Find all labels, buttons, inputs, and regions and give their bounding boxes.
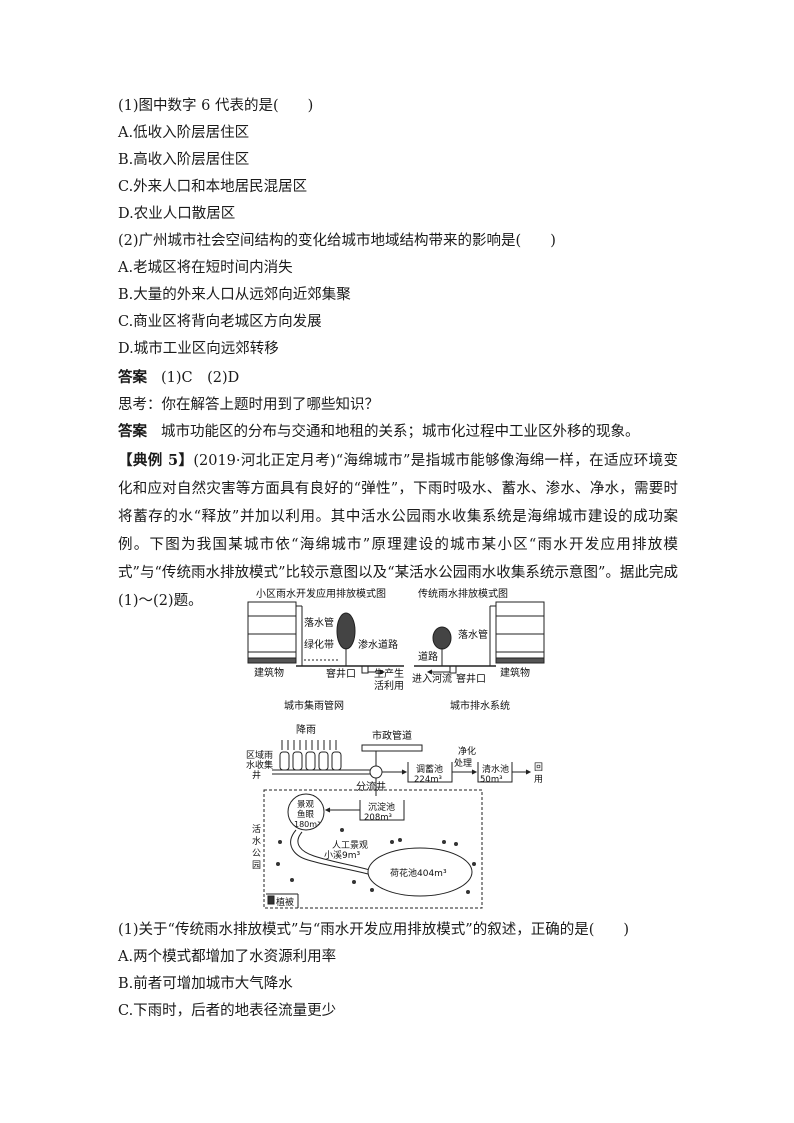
vegetation-icons [276, 828, 476, 894]
stream-label-2: 小溪9m³ [324, 849, 360, 861]
left-green-label: 绿化带 [304, 638, 334, 651]
park-label-4: 园 [252, 860, 261, 871]
split-well [369, 765, 383, 779]
right-river-label: 进入河流 [412, 672, 452, 685]
answer-line-1: 答案 (1)C (2)D [118, 368, 239, 388]
right-panel: 传统雨水排放模式图 落水管 道路 进入河流 窨井口 建筑物 [412, 587, 545, 685]
left-well-label: 窨井口 [326, 667, 356, 680]
lotus-label: 荷花池404m³ [390, 867, 447, 879]
reuse-label-1: 回 [534, 762, 543, 773]
left-use-label-2: 活利用 [374, 680, 404, 692]
rain-label: 降雨 [296, 723, 316, 736]
purify-label-2: 处理 [454, 757, 472, 769]
rain-arrows [281, 740, 337, 750]
park-label-2: 水 [252, 835, 261, 847]
answer-label: 答案 [118, 369, 147, 386]
tank1-name: 调蓄池 [416, 763, 443, 775]
answer-line-2: 答案城市功能区的分布与交通和地租的关系；城市化过程中工业区外移的现象。 [118, 422, 640, 442]
stream-label-1: 人工景观 [332, 840, 368, 851]
left-ground [247, 657, 297, 664]
right-panel-title: 传统雨水排放模式图 [418, 587, 508, 600]
q3-option-a: A.两个模式都增加了水资源利用率 [118, 949, 337, 965]
eye-label-2: 鱼眼 [297, 809, 315, 820]
q2-option-c: C.商业区将背向老城区方向发展 [118, 314, 322, 330]
tank2-name: 清水池 [482, 763, 509, 775]
right-building [495, 601, 545, 663]
collect-label-2: 水收集 [246, 759, 273, 771]
example-label: 【典例 5】 [118, 452, 194, 469]
right-pipe-label: 落水管 [458, 628, 488, 641]
q1-option-a: A.低收入阶层居住区 [118, 125, 250, 141]
left-panel-title: 小区雨水开发应用排放模式图 [256, 587, 386, 600]
answer-text: 城市功能区的分布与交通和地租的关系；城市化过程中工业区外移的现象。 [161, 424, 640, 440]
left-building [247, 601, 297, 663]
right-building-label: 建筑物 [500, 666, 530, 679]
example-text: (2019·河北正定月考)“海绵城市”是指城市能够像海绵一样，在适应环境变化和应… [118, 453, 678, 609]
answer-text: (1)C (2)D [161, 370, 240, 386]
q2-stem: (2)广州城市社会空间结构的变化给城市地域结构带来的影响是( ) [118, 233, 556, 249]
collect-label-1: 区域雨 [246, 749, 273, 761]
flow-diagram: 降雨 区域雨 水收集 井 市政管道 分流井 调蓄池 224m³ 净化 处理 [246, 723, 543, 909]
left-road-label: 渗水道路 [358, 638, 398, 651]
q1-option-c: C.外来人口和本地居民混居区 [118, 179, 308, 195]
think-line: 思考：你在解答上题时用到了哪些知识？ [118, 397, 379, 413]
left-building-label: 建筑物 [254, 666, 284, 679]
left-pipe-label: 落水管 [304, 616, 334, 629]
stream-path [290, 829, 369, 875]
municipal-pipe [361, 744, 423, 752]
tank2-volume: 50m³ [480, 775, 503, 785]
caption-left: 城市集雨管网 [284, 699, 344, 712]
left-panel: 小区雨水开发应用排放模式图 落水管 绿化带 渗水道路 建筑物 窨井口 生产生 活… [247, 587, 404, 692]
split-label: 分流井 [356, 780, 386, 793]
right-well-label: 窨井口 [456, 672, 486, 685]
q3-option-b: B.前者可增加城市大气降水 [118, 976, 293, 992]
collect-label-3: 井 [252, 769, 261, 781]
purify-label-1: 净化 [458, 745, 476, 757]
eye-label-1: 景观 [297, 800, 315, 810]
left-tree-icon [336, 612, 356, 650]
q3-stem: (1)关于“传统雨水排放模式”与“雨水开发应用排放模式”的叙述，正确的是( ) [118, 922, 630, 938]
park-boundary [263, 789, 483, 909]
q2-option-b: B.大量的外来人口从远郊向近郊集聚 [118, 287, 351, 303]
fish-eye-pond [287, 793, 325, 831]
example-paragraph: 【典例 5】(2019·河北正定月考)“海绵城市”是指城市能够像海绵一样，在适应… [118, 447, 678, 615]
caption-right: 城市排水系统 [450, 699, 510, 712]
q2-option-a: A.老城区将在短时间内消失 [118, 260, 293, 276]
right-road-label: 道路 [418, 650, 438, 663]
collect-wells [279, 751, 342, 771]
q3-option-c: C.下雨时，后者的地表径流量更少 [118, 1003, 337, 1019]
eye-label-3: 180m³ [294, 820, 320, 829]
sediment-volume: 208m³ [364, 813, 392, 823]
tank1-volume: 224m³ [414, 775, 442, 785]
park-label-3: 公 [252, 848, 261, 859]
q1-option-b: B.高收入阶层居住区 [118, 152, 250, 168]
right-ground [495, 657, 545, 664]
municipal-label: 市政管道 [372, 729, 412, 742]
right-tree-icon [432, 626, 452, 650]
q1-stem: (1)图中数字 6 代表的是( ) [118, 98, 314, 114]
answer-label: 答案 [118, 423, 147, 440]
reuse-label-2: 用 [534, 774, 543, 785]
legend-label: 植被 [276, 896, 294, 908]
q1-option-d: D.农业人口散居区 [118, 206, 236, 222]
sediment-name: 沉淀池 [368, 801, 395, 813]
lotus-pond [367, 847, 473, 897]
left-use-label-1: 生产生 [374, 667, 404, 680]
rainwater-figure: 小区雨水开发应用排放模式图 落水管 绿化带 渗水道路 建筑物 窨井口 生产生 活… [246, 587, 545, 909]
q2-option-d: D.城市工业区向远郊转移 [118, 341, 279, 357]
park-label-1: 活 [252, 823, 261, 835]
legend-swatch [267, 895, 275, 905]
